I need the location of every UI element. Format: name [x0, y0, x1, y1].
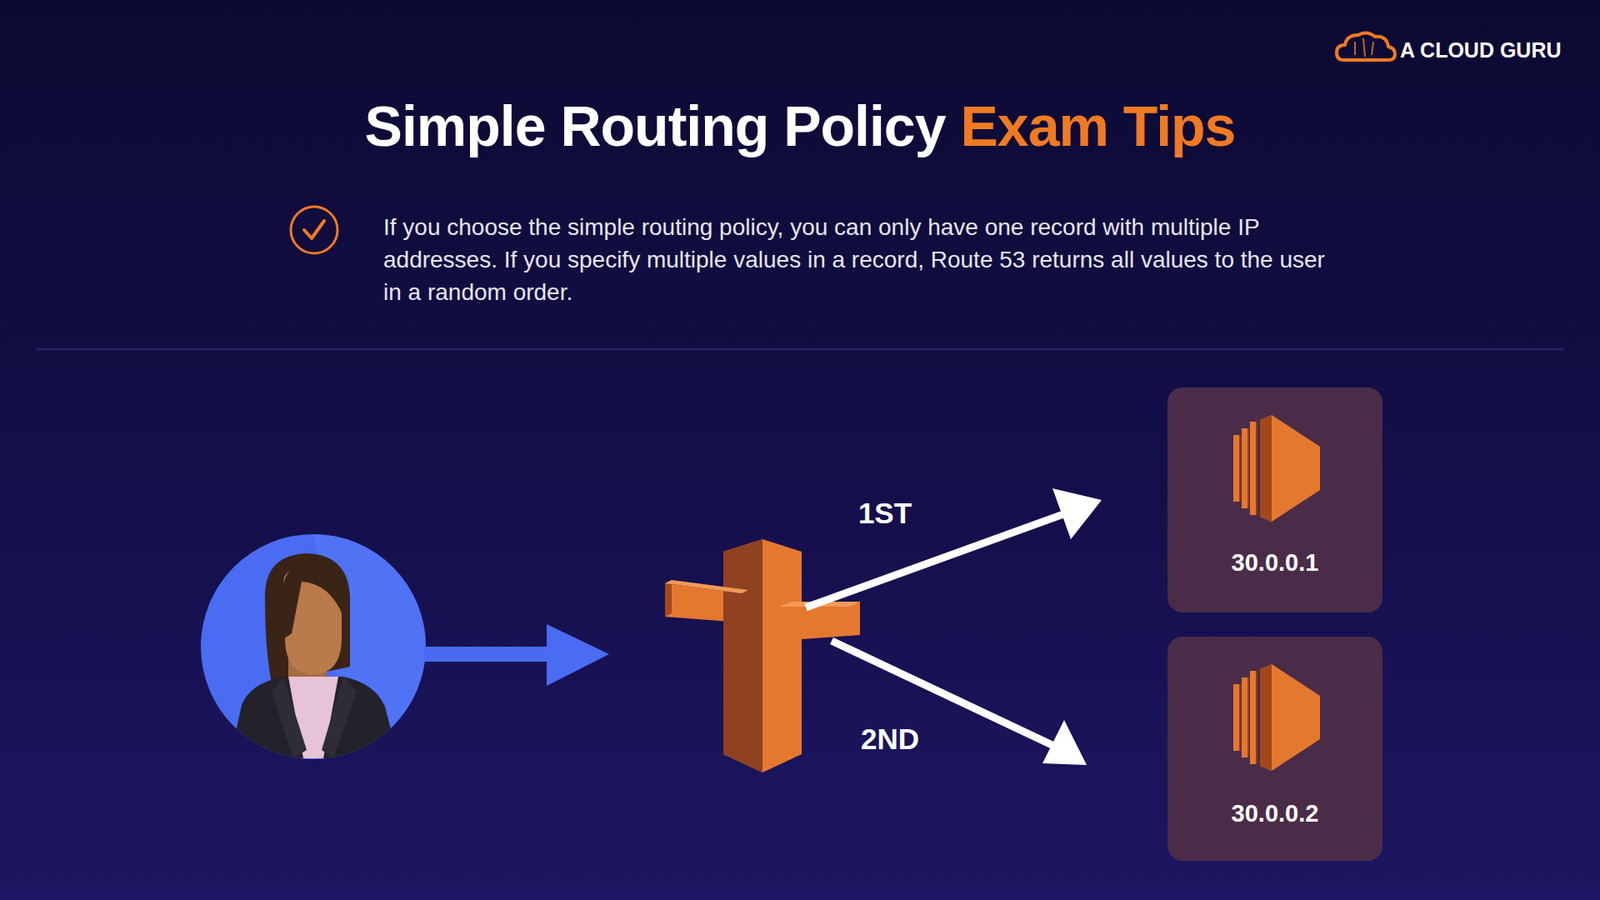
ec2-icon: [1233, 664, 1320, 771]
title: Simple Routing Policy: [365, 93, 946, 159]
user-avatar: [200, 534, 426, 760]
route53-icon: [665, 539, 860, 773]
brand-name: A CLOUD GURU: [1400, 38, 1562, 63]
title-row: Simple Routing PolicyExam Tips: [0, 93, 1600, 159]
logo-icon: [1336, 32, 1395, 60]
route-order: 2ND: [860, 722, 920, 756]
ec2-icon: [1233, 415, 1320, 522]
ip-address: 30.0.0.1: [1167, 549, 1383, 577]
ip-address: 30.0.0.2: [1167, 800, 1383, 828]
separator-line: [36, 348, 1564, 350]
route-order: 1ST: [858, 496, 912, 530]
tip-text: If you choose the simple routing policy,…: [383, 210, 1325, 309]
request-arrow: [423, 624, 610, 686]
server-box: 30.0.0.2: [1167, 636, 1383, 861]
routing-arrows: [805, 488, 1102, 765]
check-icon: [290, 206, 338, 254]
server-box: 30.0.0.1: [1167, 387, 1383, 613]
title-accent: Exam Tips: [960, 93, 1235, 159]
